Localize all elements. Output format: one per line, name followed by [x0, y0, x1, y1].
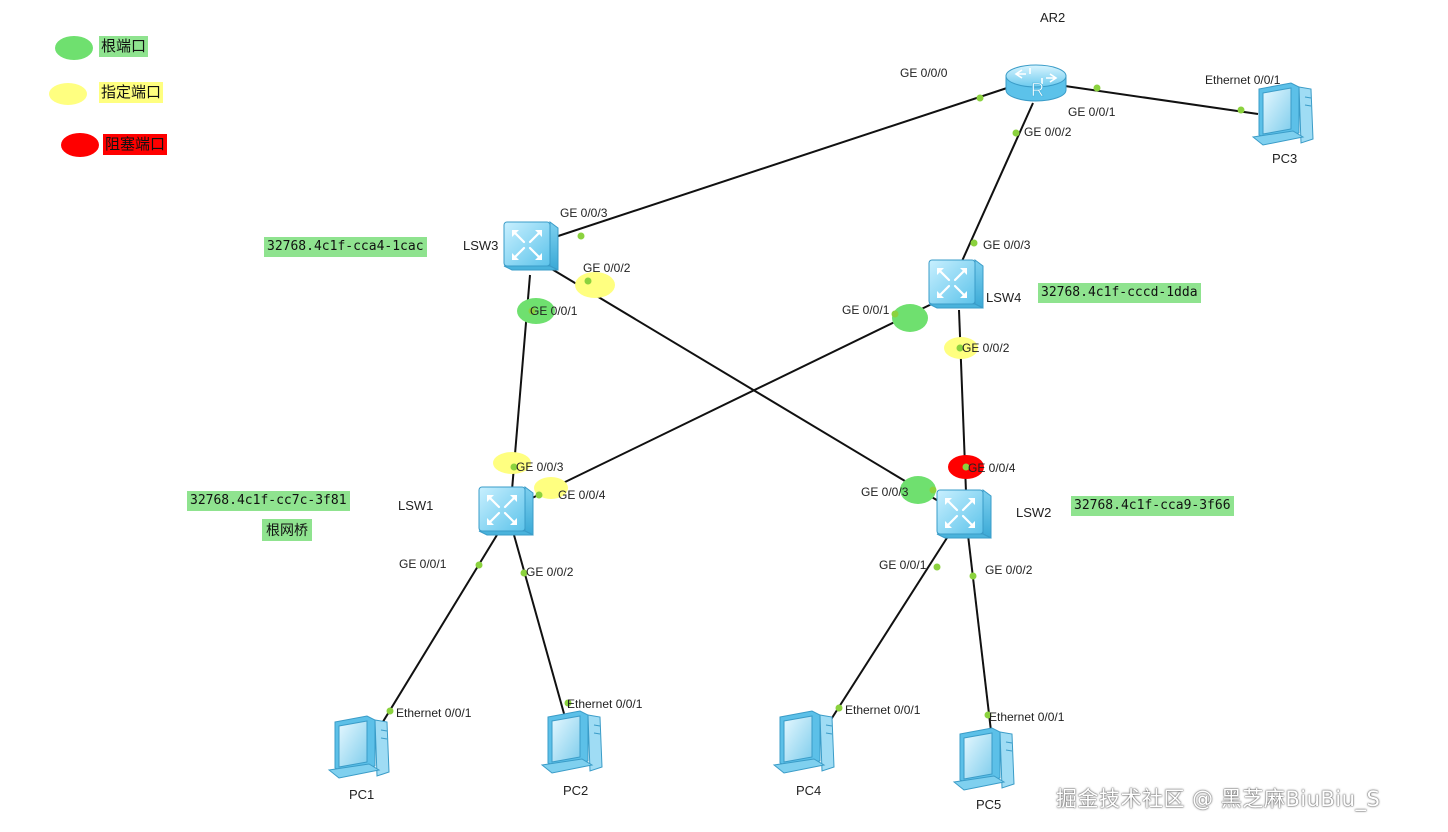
- pc-pc3[interactable]: [1252, 82, 1314, 146]
- switch-icon: [477, 485, 535, 537]
- root-port-marker: [900, 476, 936, 504]
- port-label: GE 0/0/3: [983, 238, 1031, 252]
- pc-icon: [953, 727, 1015, 791]
- pc-pc2[interactable]: [541, 710, 603, 774]
- switch-icon: [502, 220, 560, 272]
- port-label: GE 0/0/1: [399, 557, 447, 571]
- pc-pc1[interactable]: [328, 715, 390, 779]
- blocking-port-legend-label: 阻塞端口: [103, 134, 168, 155]
- device-name-ar2: AR2: [1040, 10, 1066, 25]
- pc-pc4[interactable]: [773, 710, 835, 774]
- designated-port-legend-swatch: [49, 83, 87, 105]
- switch-icon: [927, 258, 985, 310]
- port-label: Ethernet 0/0/1: [845, 703, 921, 717]
- device-name-lsw2: LSW2: [1016, 505, 1052, 520]
- port-label: Ethernet 0/0/1: [1205, 73, 1281, 87]
- port-status-markers: [493, 272, 984, 504]
- device-name-pc3: PC3: [1272, 151, 1298, 166]
- device-name-pc5: PC5: [976, 797, 1002, 812]
- port-dots: [386, 84, 1245, 719]
- router-icon: [1014, 68, 1058, 84]
- port-label: Ethernet 0/0/1: [396, 706, 472, 720]
- port-label: GE 0/0/2: [985, 563, 1033, 577]
- designated-port-marker: [534, 477, 568, 499]
- port-label: GE 0/0/2: [583, 261, 631, 275]
- blocking-port-legend-swatch: [61, 133, 99, 157]
- port-label: GE 0/0/4: [558, 488, 606, 502]
- port-label: GE 0/0/3: [861, 485, 909, 499]
- port-label: GE 0/0/1: [530, 304, 578, 318]
- designated-port-marker: [575, 272, 615, 298]
- device-name-lsw1: LSW1: [398, 498, 434, 513]
- link-lsw4-lsw1: [527, 299, 941, 501]
- link-ar2-lsw3: [536, 86, 1011, 244]
- svg-text:R: R: [1031, 80, 1044, 100]
- bridge-id-lsw4: 32768.4c1f-cccd-1dda: [1038, 283, 1201, 303]
- switch-lsw2[interactable]: [935, 488, 993, 540]
- port-label: GE 0/0/1: [1068, 105, 1116, 119]
- port-label: GE 0/0/2: [1024, 125, 1072, 139]
- bridge-id-lsw2: 32768.4c1f-cca9-3f66: [1071, 496, 1234, 516]
- watermark: 掘金技术社区 @ 黑芝麻BiuBiu_S: [1056, 787, 1381, 811]
- switch-lsw4[interactable]: [927, 258, 985, 310]
- port-label: Ethernet 0/0/1: [567, 697, 643, 711]
- port-label: GE 0/0/3: [516, 460, 564, 474]
- designated-port-legend-label: 指定端口: [99, 82, 164, 103]
- port-label: GE 0/0/0: [900, 66, 948, 80]
- port-label: GE 0/0/3: [560, 206, 608, 220]
- pc-icon: [773, 710, 835, 774]
- device-name-pc4: PC4: [796, 783, 822, 798]
- switch-lsw1[interactable]: [477, 485, 535, 537]
- device-name-lsw4: LSW4: [986, 290, 1022, 305]
- link-ar2-lsw4: [957, 102, 1034, 271]
- pc-icon: [541, 710, 603, 774]
- pc-icon: [328, 715, 390, 779]
- root-port-legend-label: 根端口: [99, 36, 149, 57]
- router-ar2[interactable]: R: [1005, 64, 1067, 102]
- root-port-marker: [892, 304, 928, 332]
- links: [369, 85, 1259, 749]
- device-name-lsw3: LSW3: [463, 238, 499, 253]
- bridge-id-lsw1: 32768.4c1f-cc7c-3f81: [187, 491, 350, 511]
- designated-port-marker: [493, 452, 531, 474]
- port-label: Ethernet 0/0/1: [989, 710, 1065, 724]
- port-label: GE 0/0/2: [526, 565, 574, 579]
- switch-icon: [935, 488, 993, 540]
- pc-icon: [1252, 82, 1314, 146]
- bridge-id-lsw3: 32768.4c1f-cca4-1cac: [264, 237, 427, 257]
- pc-pc5[interactable]: [953, 727, 1015, 791]
- port-label: GE 0/0/1: [879, 558, 927, 572]
- link-lsw1-pc2: [513, 534, 571, 736]
- port-label: GE 0/0/4: [968, 461, 1016, 475]
- port-label: GE 0/0/1: [842, 303, 890, 317]
- device-name-pc2: PC2: [563, 783, 589, 798]
- root-bridge-tag: 根网桥: [262, 519, 312, 541]
- link-lsw3-lsw2: [539, 261, 956, 512]
- root-port-marker: [517, 298, 555, 324]
- root-port-legend-swatch: [55, 36, 93, 60]
- port-label: GE 0/0/2: [962, 341, 1010, 355]
- device-name-pc1: PC1: [349, 787, 375, 802]
- switch-lsw3[interactable]: [502, 220, 560, 272]
